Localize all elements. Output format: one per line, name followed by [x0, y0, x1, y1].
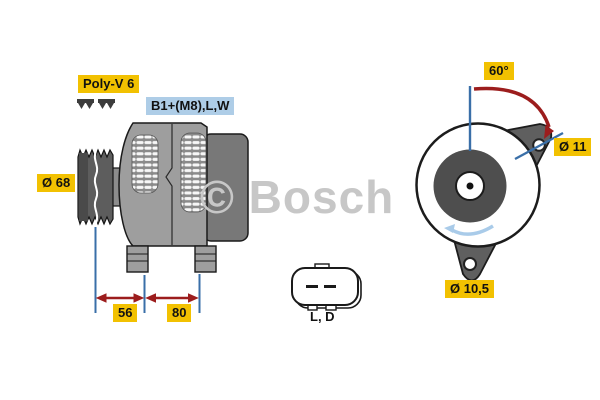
connector-drawing [291, 263, 362, 311]
break-line [93, 150, 99, 224]
pulley [77, 148, 114, 226]
mounting-feet [126, 245, 217, 273]
dimension-arrows [95, 293, 199, 303]
connector-terminals [306, 285, 336, 288]
pulley-diameter-tag: Ø 68 [37, 174, 76, 192]
dim-56-tag: 56 [113, 304, 138, 322]
terminal-tag: B1+(M8),L,W [146, 97, 235, 115]
fins-left [131, 134, 159, 194]
top-hole-tag: Ø 11 [554, 138, 592, 156]
front-view [415, 86, 564, 282]
mount-angle-tag: 60° [484, 62, 514, 80]
bottom-mounting-hole [463, 257, 477, 271]
dim-80-tag: 80 [167, 304, 192, 322]
housing-seam [165, 124, 173, 245]
reference-lines [468, 86, 564, 161]
belt-type-tag: Poly-V 6 [78, 75, 140, 93]
fins-right [180, 132, 207, 213]
angle-arrow [473, 86, 554, 139]
bottom-hole-tag: Ø 10,5 [445, 280, 495, 298]
rotation-arrow [444, 224, 494, 236]
connector-terminals-label: L, D [310, 309, 335, 324]
extension-lines [94, 227, 201, 313]
belt-profile-icons [77, 99, 115, 109]
side-view [77, 99, 249, 313]
shaft-center [466, 182, 474, 190]
bosch-watermark: © Bosch [200, 171, 395, 223]
